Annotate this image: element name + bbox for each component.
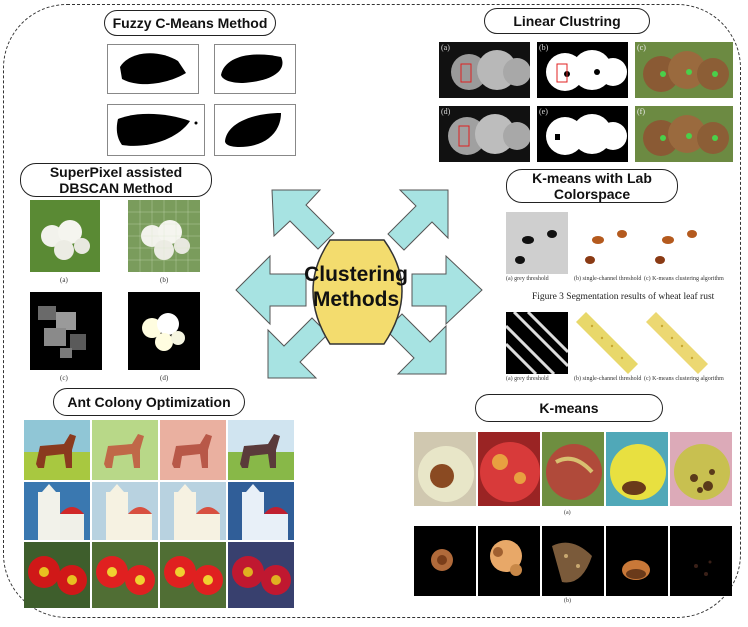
linear-label-b: (b) <box>539 43 549 52</box>
superpixel-label-c: (c) <box>60 374 68 382</box>
superpixel-label-b: (b) <box>160 276 169 284</box>
lab-caption-bottom-b: (b) single-channel threshold <box>574 376 642 382</box>
lab-caption-top-c: (c) K-means clustering algorithm <box>644 276 724 282</box>
kmeans-apple-4 <box>606 432 668 506</box>
superpixel-title-line2: DBSCAN Method <box>59 180 173 196</box>
linear-image-grid: (a) (b) (c) (d) (e) (f) <box>439 42 733 162</box>
linear-img-a: (a) <box>439 42 530 98</box>
linear-title: Linear Clustring <box>484 8 650 34</box>
kmeans-lab-panel: (a) grey threshold (b) single-channel th… <box>504 212 724 388</box>
kmeans-label-b: (b) <box>564 598 571 604</box>
aco-flower-4 <box>228 542 294 608</box>
superpixel-img-b <box>128 200 200 272</box>
aco-horse-2 <box>92 420 158 480</box>
arrow-up-right <box>387 189 449 251</box>
lab-caption-bottom-a: (a) grey threshold <box>506 376 549 382</box>
superpixel-image-grid: (a) (b) (c) (d) <box>30 200 210 386</box>
aco-church-4 <box>228 482 294 540</box>
aco-horse-1 <box>24 420 90 480</box>
arrow-right <box>411 254 483 326</box>
fcm-leaf-1 <box>107 44 199 94</box>
kmeans-apple-2 <box>478 432 540 506</box>
center-shape <box>312 239 403 345</box>
center-label: Clustering Methods <box>300 262 412 312</box>
linear-label-a: (a) <box>441 43 450 52</box>
linear-label-c: (c) <box>637 43 646 52</box>
kmeans-seg-1 <box>414 526 476 596</box>
aco-horse-3 <box>160 420 226 480</box>
linear-img-d: (d) <box>439 106 530 162</box>
aco-flower-1 <box>24 542 90 608</box>
linear-label-d: (d) <box>441 107 451 116</box>
kmeans-seg-3 <box>542 526 604 596</box>
arrow-down-left <box>267 317 329 379</box>
superpixel-label-d: (d) <box>160 374 169 382</box>
lab-caption-bottom-c: (c) K-means clustering algorithm <box>644 376 724 382</box>
aco-church-2 <box>92 482 158 540</box>
linear-img-f: (f) <box>635 106 733 162</box>
lab-caption-top-b: (b) single-channel threshold <box>574 276 642 282</box>
kmeans-panel: (a) (b) <box>412 430 742 610</box>
fcm-leaf-2 <box>214 44 296 94</box>
center-label-line1: Clustering <box>304 263 408 286</box>
lab-caption-top-a: (a) grey threshold <box>506 276 549 282</box>
superpixel-img-a <box>30 200 100 272</box>
kmeans-apple-1 <box>414 432 476 506</box>
linear-label-f: (f) <box>637 107 645 116</box>
arrow-up-left <box>271 189 335 250</box>
fcm-leaf-panel <box>107 44 297 156</box>
lab-img-bottom-c <box>646 312 708 374</box>
aco-church-3 <box>160 482 226 540</box>
kmeans-seg-4 <box>606 526 668 596</box>
linear-img-e: (e) <box>537 106 628 162</box>
kmeans-lab-title-line2: Colorspace <box>553 186 631 202</box>
kmeans-lab-title: K-means with Lab Colorspace <box>506 169 678 203</box>
fcm-leaf-4 <box>214 104 296 156</box>
kmeans-apple-5 <box>670 432 732 506</box>
lab-figure-caption: Figure 3 Segmentation results of wheat l… <box>532 292 715 302</box>
kmeans-lab-title-line1: K-means with Lab <box>532 170 652 186</box>
lab-img-bottom-b <box>576 312 638 374</box>
aco-image-grid <box>24 420 296 610</box>
superpixel-title-line1: SuperPixel assisted <box>49 164 183 180</box>
kmeans-title: K-means <box>475 394 663 422</box>
superpixel-img-d <box>128 292 200 370</box>
superpixel-label-a: (a) <box>60 276 68 284</box>
linear-img-c: (c) <box>635 42 733 98</box>
kmeans-seg-5 <box>670 526 732 596</box>
superpixel-img-c <box>30 292 102 370</box>
linear-label-e: (e) <box>539 107 548 116</box>
lab-img-top-b <box>576 212 638 274</box>
aco-flower-3 <box>160 542 226 608</box>
aco-horse-4 <box>228 420 294 480</box>
fcm-leaf-3 <box>107 104 205 156</box>
kmeans-apple-3 <box>542 432 604 506</box>
superpixel-title: SuperPixel assisted DBSCAN Method <box>20 163 212 197</box>
lab-img-bottom-a <box>506 312 568 374</box>
kmeans-seg-2 <box>478 526 540 596</box>
fcm-title: Fuzzy C-Means Method <box>104 10 276 36</box>
kmeans-label-a: (a) <box>564 510 571 516</box>
lab-img-top-a <box>506 212 568 274</box>
arrow-left <box>235 254 307 326</box>
aco-church-1 <box>24 482 90 540</box>
outer-dashed-frame <box>3 4 741 618</box>
linear-img-b: (b) <box>537 42 628 98</box>
center-label-line2: Methods <box>312 288 400 311</box>
aco-title: Ant Colony Optimization <box>53 388 245 416</box>
aco-flower-2 <box>92 542 158 608</box>
lab-img-top-c <box>646 212 708 274</box>
